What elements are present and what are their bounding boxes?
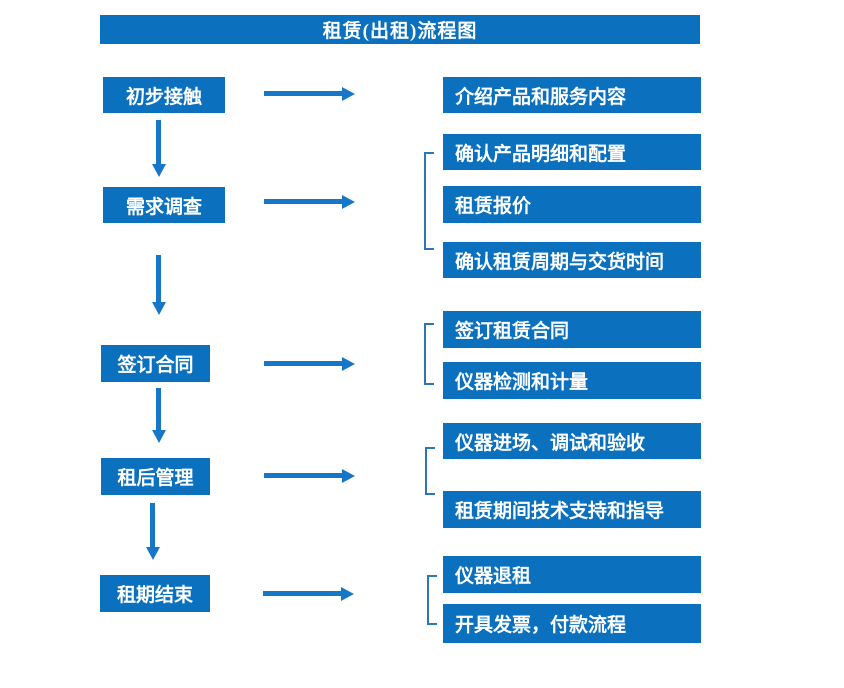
right-arrow-2 [264,199,342,204]
down-arrow-4 [150,503,155,547]
down-arrow-1 [156,120,161,164]
down-arrow-3 [156,388,161,430]
step-box-demand-survey: 需求调查 [103,187,225,223]
step-box-rental-end: 租期结束 [100,575,210,612]
detail-box-tech-support: 租赁期间技术支持和指导 [443,491,701,528]
detail-box-invoice-payment: 开具发票，付款流程 [443,604,701,643]
detail-box-confirm-product-details: 确认产品明细和配置 [443,134,701,170]
detail-box-instrument-inspection: 仪器检测和计量 [443,362,701,399]
diagram-title: 租赁(出租)流程图 [100,15,700,44]
step-box-initial-contact: 初步接触 [103,77,225,113]
detail-box-rental-quote: 租赁报价 [443,186,701,223]
down-arrow-2 [156,255,161,302]
detail-box-instrument-return: 仪器退租 [443,556,701,593]
group-bracket-post-rental [425,447,435,495]
right-arrow-5 [263,591,341,596]
detail-box-confirm-rental-period: 确认租赁周期与交货时间 [443,242,701,278]
detail-box-instrument-setup: 仪器进场、调试和验收 [443,423,701,459]
step-box-sign-contract: 签订合同 [101,345,210,382]
detail-box-intro-products: 介绍产品和服务内容 [443,77,701,113]
right-arrow-4 [264,473,342,478]
right-arrow-1 [264,91,342,96]
detail-box-sign-rental-contract: 签订租赁合同 [443,311,701,348]
group-bracket-rental-end [427,575,437,625]
right-arrow-3 [264,361,342,366]
step-box-post-rental-management: 租后管理 [101,458,210,495]
group-bracket-demand-survey [424,152,434,250]
group-bracket-sign-contract [424,323,434,385]
